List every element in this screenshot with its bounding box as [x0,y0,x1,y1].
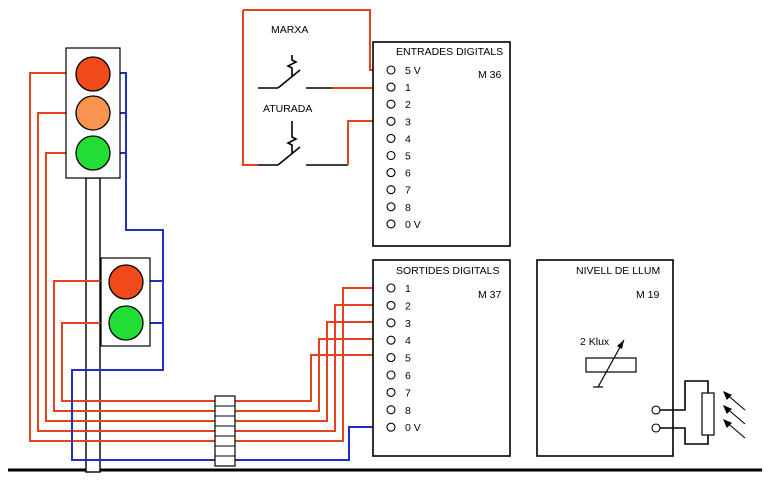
output-pin-label: 2 [405,300,411,312]
inputs-pin-list: 5 V 1 2 3 4 5 6 7 8 0 V [386,65,421,231]
big-traffic-light [65,47,121,179]
switch-aturada: ATURADA [258,103,384,166]
output-pin-label: 0 V [405,422,421,434]
output-pin-terminal [386,370,396,380]
input-pin-terminal [386,65,396,75]
light-sensor [660,380,746,445]
input-pin-label: 5 V [405,65,421,77]
output-pin-terminal [386,422,396,432]
terminal-block [214,395,236,467]
input-pin-terminal [386,116,396,126]
small-light-wires [53,280,215,461]
output-pin-label: 5 [405,353,411,365]
outputs-module: SORTIDES DIGITALS M 37 1 2 3 4 5 6 7 8 0 V [372,259,511,457]
output-pin-label: 3 [405,318,411,330]
big-orange-lamp [75,95,111,131]
input-pin-terminal [386,185,396,195]
input-pin-terminal [386,202,396,212]
traffic-light-pole [85,177,101,473]
output-pin-label: 4 [405,335,411,347]
input-pin-terminal [386,133,396,143]
sensor-range-label: 2 Klux [580,336,610,348]
switch-marxa: MARXA [242,9,384,166]
input-pin-label: 3 [405,116,411,128]
ldr-resistor-icon [701,392,715,436]
input-pin-terminal [386,150,396,161]
light-module-title: NIVELL DE LLUM [576,265,660,277]
light-rays-icon [722,390,746,439]
output-pin-label: 7 [405,387,411,399]
outputs-module-code: M 37 [478,289,502,301]
outputs-pin-list: 1 2 3 4 5 6 7 8 0 V [386,283,421,434]
input-pin-terminal [386,99,396,109]
big-light-wires [29,72,215,442]
input-pin-terminal [386,82,396,92]
input-pin-label: 7 [405,185,411,197]
input-pin-label: 2 [405,99,411,111]
small-red-lamp [108,264,144,300]
switch-marxa-label: MARXA [271,24,308,36]
output-pin-terminal [386,335,396,345]
output-pin-label: 6 [405,370,411,382]
variable-resistor-icon [585,357,637,373]
input-pin-label: 1 [405,82,411,94]
output-pin-label: 1 [405,283,411,295]
inputs-module-title: ENTRADES DIGITALS [396,46,503,58]
big-green-lamp [75,135,111,171]
input-pin-label: 5 [405,151,411,163]
output-pin-terminal [386,283,396,293]
input-pin-terminal [386,168,396,178]
output-pin-terminal [386,300,396,310]
big-red-lamp [75,56,111,92]
output-pin-label: 8 [405,405,411,417]
switch-aturada-label: ATURADA [263,103,312,115]
input-pin-label: 4 [405,133,411,145]
small-green-lamp [108,305,144,341]
input-pin-label: 8 [405,202,411,214]
small-traffic-light [100,257,151,347]
input-pin-terminal [386,219,396,229]
inputs-module-code: M 36 [478,69,502,81]
light-module: NIVELL DE LLUM M 19 2 Klux [536,259,674,457]
inputs-module: ENTRADES DIGITALS M 36 5 V 1 2 3 4 5 6 7 8 0 V [372,41,511,247]
output-pin-terminal [386,387,396,397]
output-pin-terminal [386,318,396,328]
output-pin-terminal [386,405,396,415]
output-pin-terminal [386,353,396,363]
output-wires [235,287,384,461]
outputs-module-title: SORTIDES DIGITALS [396,265,499,277]
input-pin-label: 6 [405,168,411,180]
light-module-code: M 19 [636,289,660,301]
input-pin-label: 0 V [405,219,421,231]
